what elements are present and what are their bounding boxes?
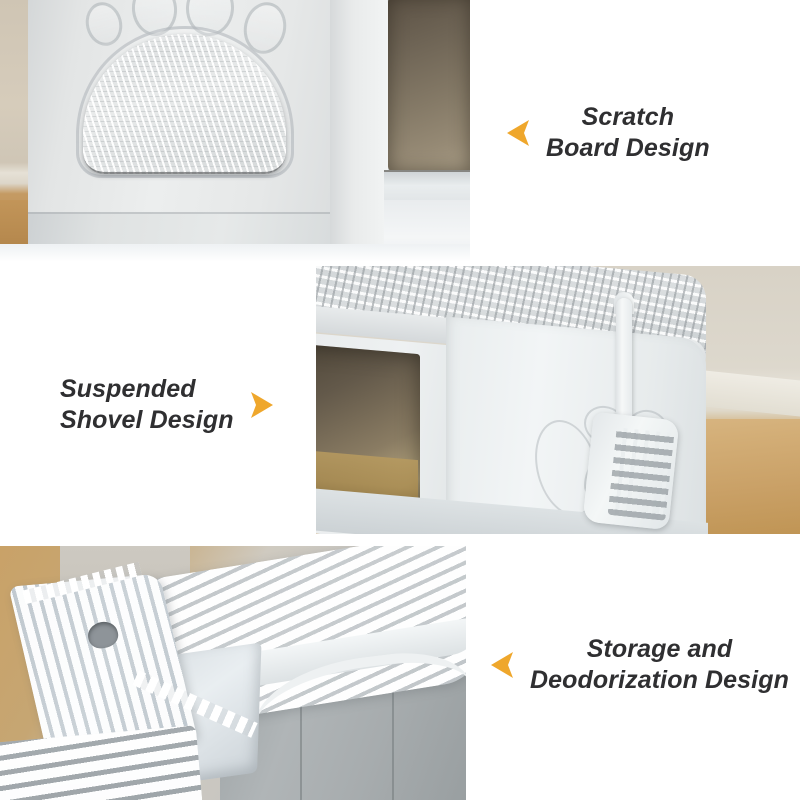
chevron-right-icon: [248, 390, 282, 420]
shovel-sifting-slots: [607, 427, 675, 521]
caption-storage-deodorization-label: Storage and Deodorization Design: [530, 634, 789, 695]
litter-box-front-corner: [330, 0, 388, 256]
caption-suspended-shovel: Suspended Shovel Design: [60, 368, 300, 442]
panel-photo-storage-deodorization: [0, 546, 466, 800]
table-surface: [0, 244, 470, 262]
tinted-door-window: [388, 0, 470, 172]
chevron-left-icon: [482, 650, 516, 680]
panel-photo-scratch-board: [0, 0, 470, 262]
chevron-left-icon: [498, 118, 532, 148]
caption-suspended-shovel-label: Suspended Shovel Design: [60, 374, 234, 435]
litter-box-side-panel: [28, 0, 358, 224]
caption-scratch-board-label: Scratch Board Design: [546, 102, 710, 163]
caption-storage-deodorization: Storage and Deodorization Design: [482, 626, 794, 704]
caption-scratch-board: Scratch Board Design: [498, 98, 798, 168]
panel-photo-suspended-shovel: [316, 266, 800, 534]
paw-toe-emboss: [81, 0, 127, 50]
shovel-handle: [616, 298, 632, 428]
